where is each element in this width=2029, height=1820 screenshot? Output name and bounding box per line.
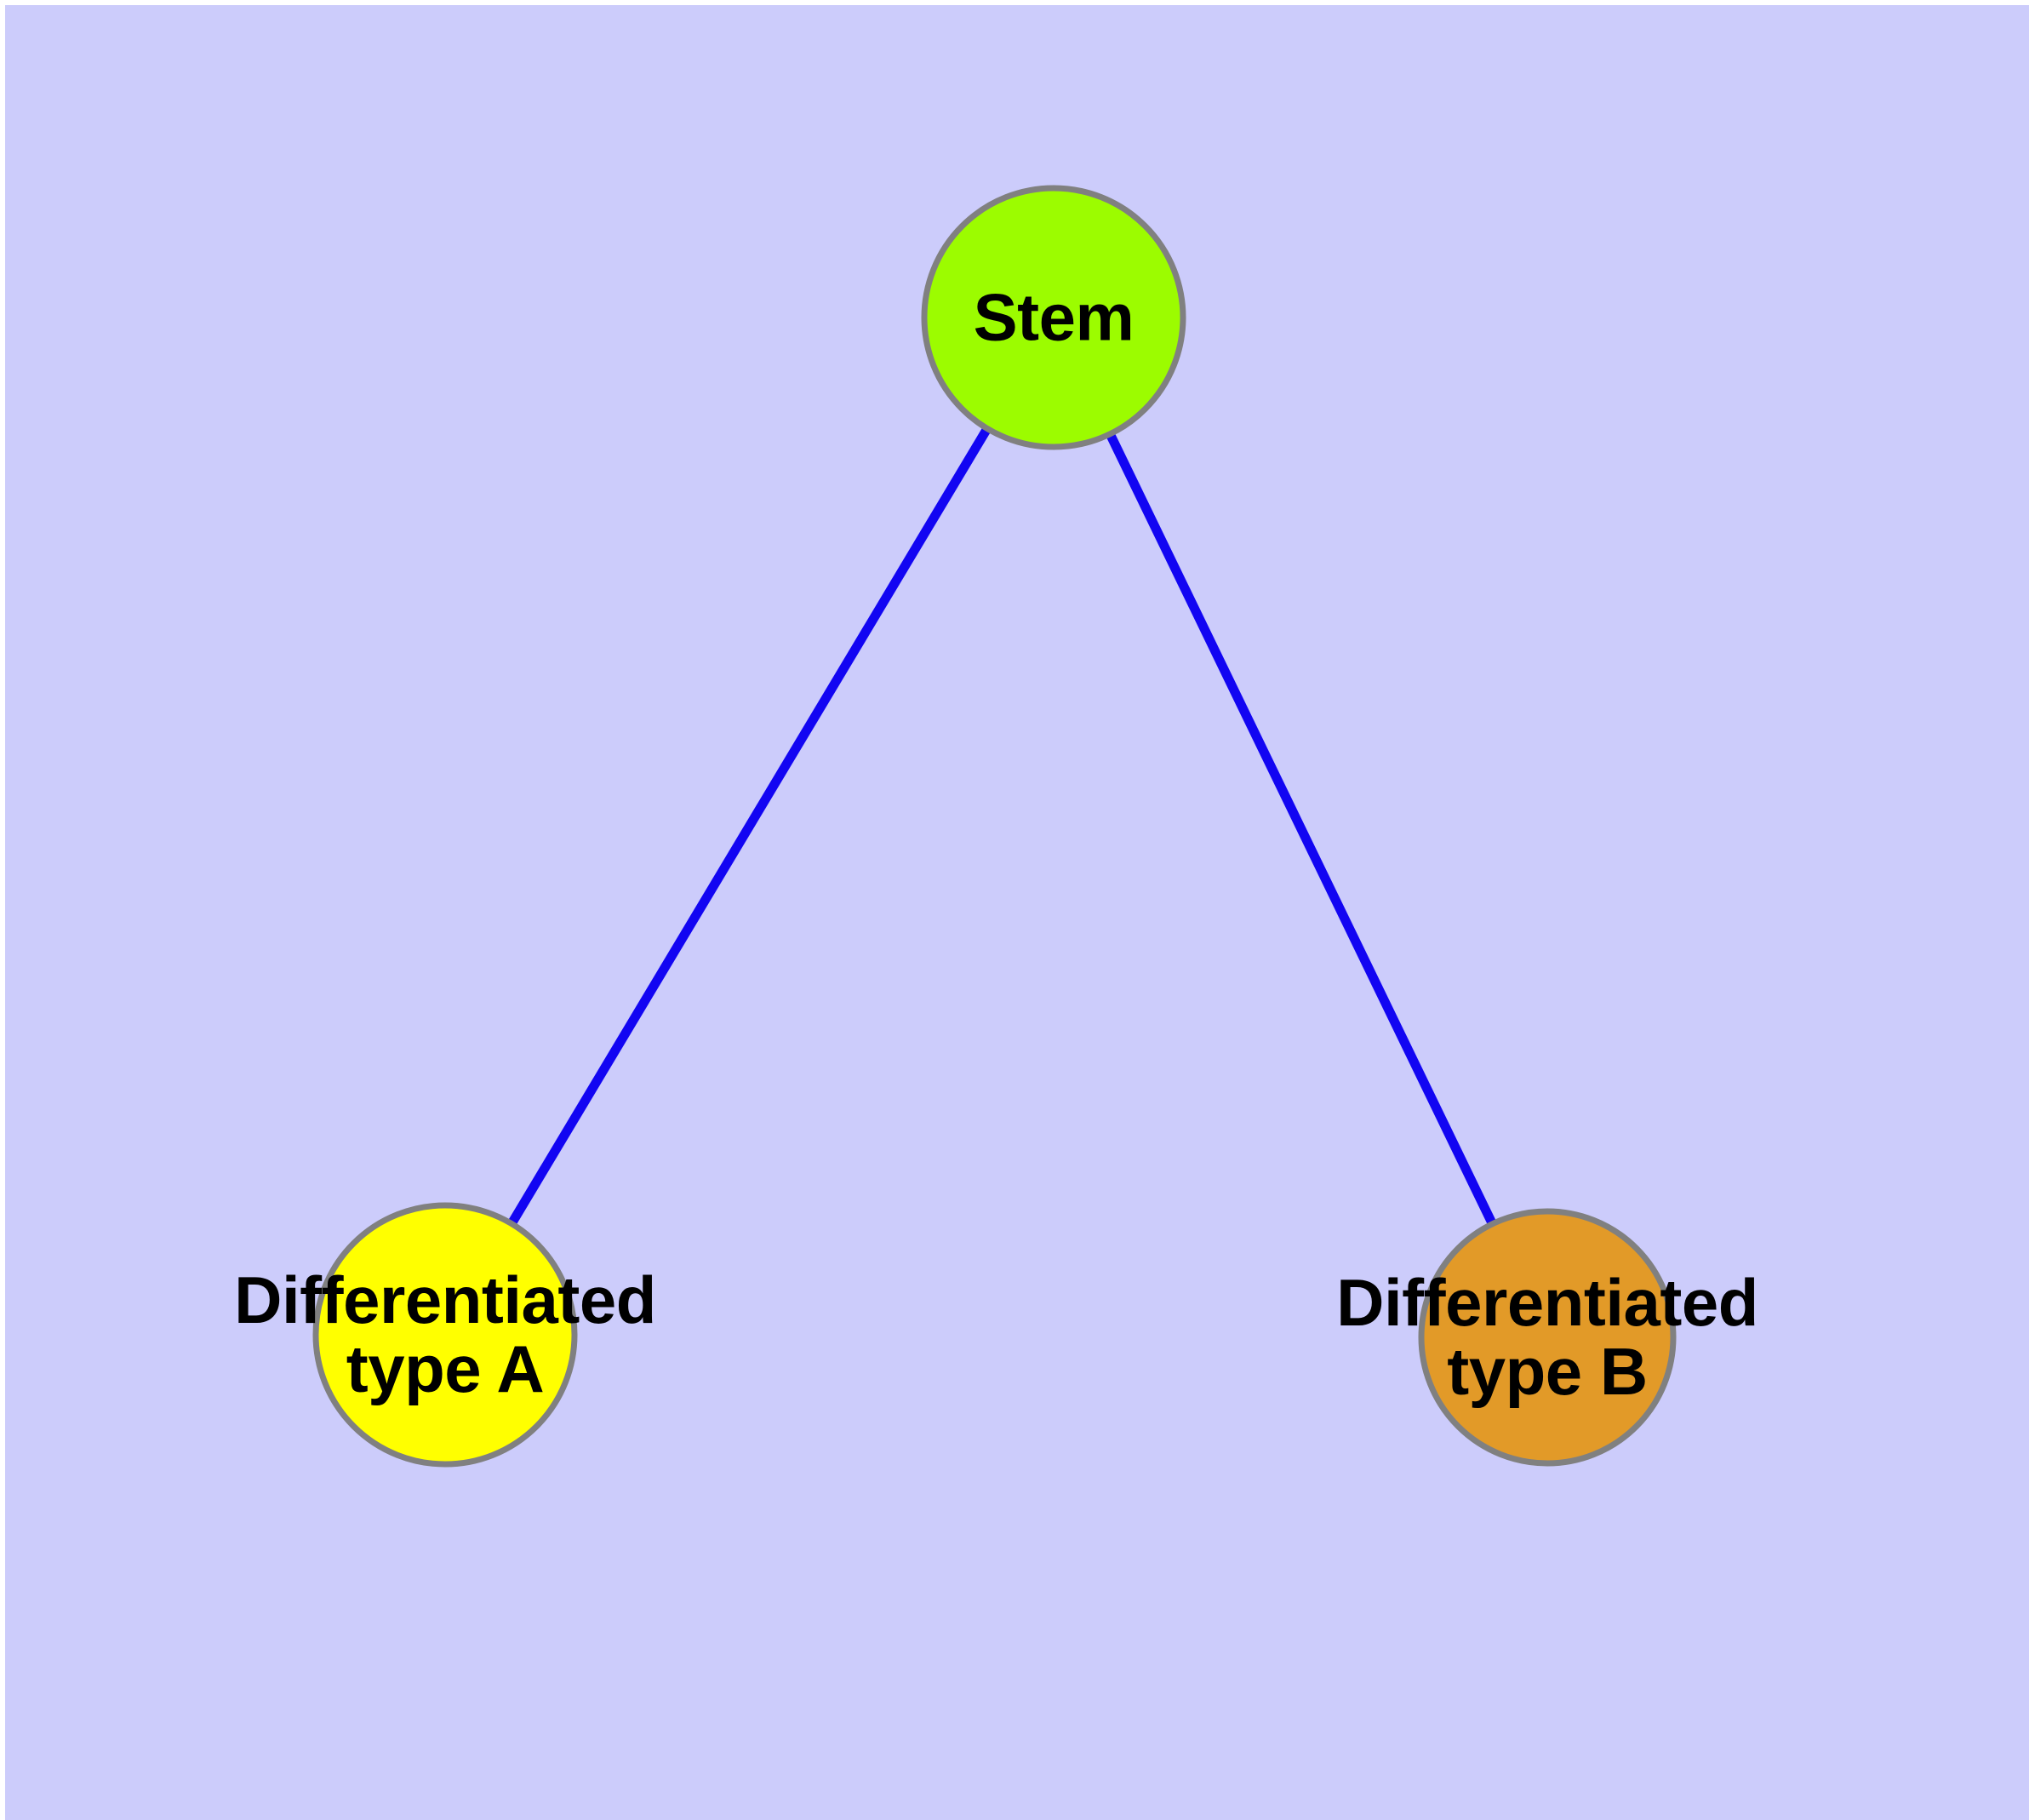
node-layer bbox=[312, 185, 1677, 1468]
node-differentiated-type-a[interactable] bbox=[312, 1202, 578, 1468]
edge-stem-to-differentiated-type-a bbox=[507, 426, 992, 1227]
edge-layer bbox=[507, 426, 1497, 1227]
node-differentiated-type-b[interactable] bbox=[1418, 1208, 1677, 1467]
node-stem[interactable] bbox=[921, 185, 1186, 450]
edge-stem-to-differentiated-type-b bbox=[1106, 432, 1497, 1227]
